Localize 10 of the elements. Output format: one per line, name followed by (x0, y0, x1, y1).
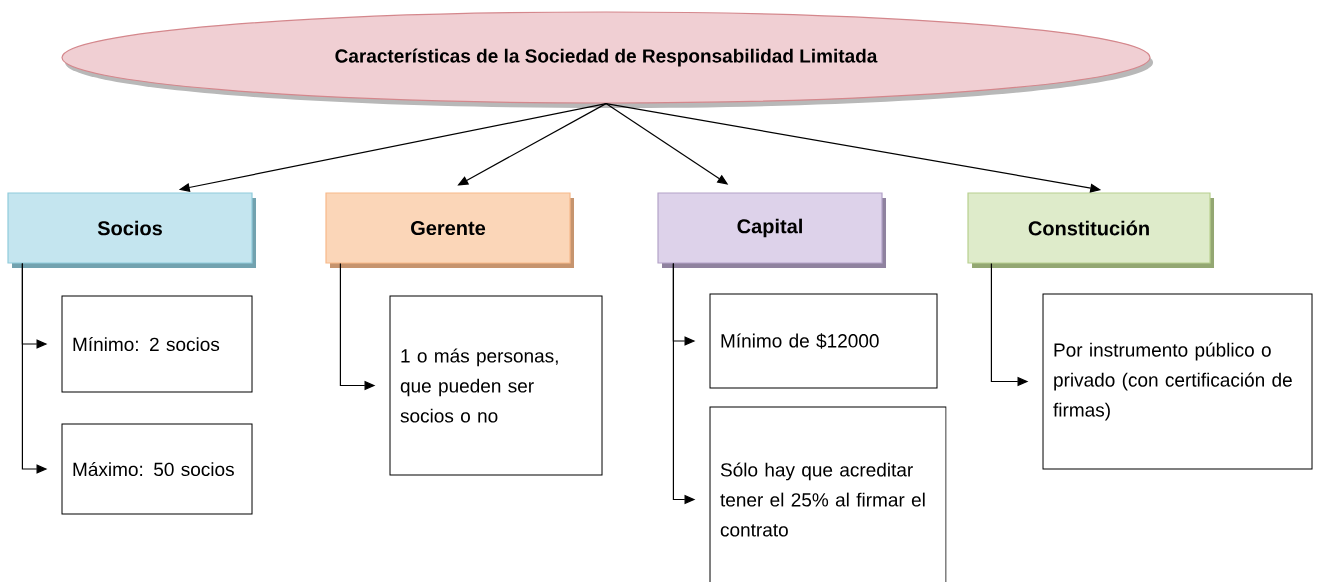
text-box: Sólo hay que acreditar tener el 25% al firmar el contrato (709, 406, 947, 582)
text-box: Mínimo de $12000 (709, 293, 938, 389)
category-box: Constitución (967, 192, 1214, 268)
category-box: Socios (7, 192, 256, 268)
text-box: 1 o más personas, que pueden ser socios o no (389, 295, 603, 476)
text-box: Por instrumento público o privado (con certificación de firmas) (1042, 293, 1313, 470)
category-box: Capital (657, 192, 886, 268)
text-box: Máximo: 50 socios (61, 423, 253, 515)
category-box: Gerente (325, 192, 574, 268)
text-box: Mínimo: 2 socios (61, 295, 253, 393)
